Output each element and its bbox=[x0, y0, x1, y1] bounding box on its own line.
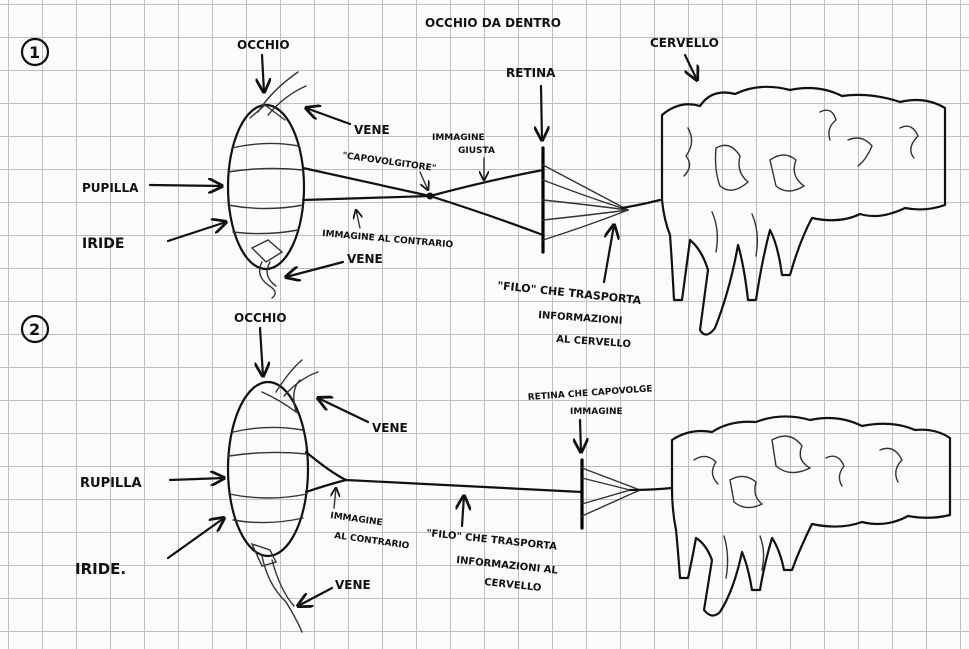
veins-2 bbox=[262, 360, 318, 632]
eye-2 bbox=[228, 380, 308, 566]
label-retina-1: RETINA bbox=[506, 66, 556, 80]
label-pupilla-1: PUPILLA bbox=[82, 181, 139, 195]
page-title: OCCHIO DA DENTRO bbox=[425, 16, 561, 30]
label-filo-1a: "FILO" CHE TRASPORTA bbox=[497, 279, 643, 307]
label-immagine-contrario-1: IMMAGINE AL CONTRARIO bbox=[322, 229, 454, 250]
label-immagine-2a: IMMAGINE bbox=[330, 511, 384, 528]
svg-text:2: 2 bbox=[29, 320, 40, 339]
label-iride-2: IRIDE. bbox=[75, 560, 126, 578]
label-filo-2a: "FILO" CHE TRASPORTA bbox=[426, 528, 558, 553]
label-immagine-giusta-1: IMMAGINE bbox=[432, 133, 485, 143]
label-vene-top-1: VENE bbox=[354, 123, 390, 137]
brain-2 bbox=[672, 416, 950, 615]
label-vene-bottom-2: VENE bbox=[335, 578, 371, 592]
label-immagine-giusta-2: GIUSTA bbox=[458, 146, 495, 156]
label-vene-bottom-1: VENE bbox=[347, 252, 383, 266]
svg-text:1: 1 bbox=[29, 43, 40, 62]
label-iride-1: IRIDE bbox=[82, 236, 124, 252]
brain-1 bbox=[662, 87, 945, 335]
diagram-2-number: 2 bbox=[22, 316, 48, 342]
diagram-1-number: 1 bbox=[22, 39, 48, 65]
label-retina-2a: RETINA CHE CAPOVOLGE bbox=[528, 384, 653, 403]
label-vene-top-2: VENE bbox=[372, 421, 408, 435]
label-filo-2b: INFORMAZIONI AL bbox=[456, 555, 559, 577]
label-pupilla-2: RUPILLA bbox=[80, 476, 142, 491]
label-filo-2c: CERVELLO bbox=[484, 577, 542, 594]
label-cervello-1: CERVELLO bbox=[650, 36, 719, 50]
label-filo-1c: AL CERVELLO bbox=[556, 334, 632, 350]
retina-2 bbox=[582, 460, 672, 528]
label-occhio-1: OCCHIO bbox=[237, 38, 290, 52]
eye-1 bbox=[228, 105, 304, 269]
diagram-1: 1 bbox=[22, 36, 945, 350]
label-retina-2b: IMMAGINE bbox=[570, 407, 623, 417]
label-immagine-2b: AL CONTRARIO bbox=[334, 531, 411, 551]
retina-1 bbox=[543, 148, 660, 252]
label-capovolgitore-1: "CAPOVOLGITORE" bbox=[342, 151, 437, 174]
label-filo-1b: INFORMAZIONI bbox=[538, 310, 623, 327]
diagram-2: 2 bbox=[22, 311, 950, 632]
label-occhio-2: OCCHIO bbox=[234, 311, 287, 325]
